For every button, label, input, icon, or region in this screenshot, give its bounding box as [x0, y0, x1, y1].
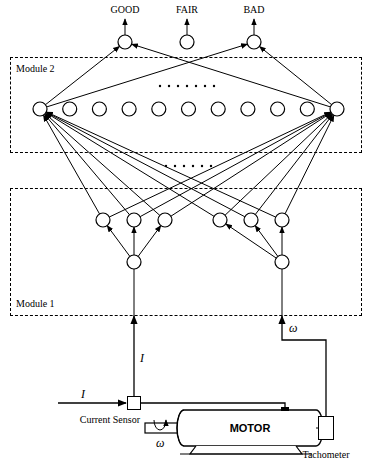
neuron-circle: [241, 102, 255, 116]
neuron-circle: [247, 35, 261, 49]
network-layer: [33, 19, 344, 316]
neuron-circle: [63, 102, 77, 116]
ellipsis-dot: [186, 85, 188, 87]
neuron-circle: [244, 213, 258, 227]
tachometer: Tachometer: [318, 416, 334, 440]
weight-line: [140, 112, 331, 216]
motor-end: [177, 410, 184, 446]
ellipsis-dot: [204, 85, 206, 87]
signal-connector: [282, 316, 326, 416]
neuron-circle: [330, 102, 344, 116]
neuron-circle: [118, 35, 132, 49]
weight-line: [46, 113, 214, 217]
weight-line: [43, 115, 99, 214]
signal-label: ω: [288, 322, 298, 335]
weight-line: [46, 112, 245, 216]
signal-connector: [133, 316, 134, 396]
node-label: Tachometer: [302, 449, 349, 460]
ellipsis-dot: [165, 165, 167, 167]
weight-line: [109, 112, 330, 217]
weight-line: [45, 114, 130, 214]
weight-line: [282, 227, 283, 255]
weight-line: [132, 44, 331, 107]
neuron-circle: [182, 102, 196, 116]
ellipsis-dot: [174, 165, 176, 167]
motor-shaft: [145, 423, 180, 433]
weight-line: [225, 114, 332, 215]
weight-line: [45, 114, 160, 216]
signal-connector: [141, 403, 285, 410]
module-box: Module 1: [10, 188, 362, 316]
module-box: Module 2: [10, 57, 362, 153]
output-label: FAIR: [175, 4, 199, 15]
motor-body: [177, 410, 323, 446]
weight-line: [47, 44, 248, 107]
weight-line: [254, 19, 255, 35]
node-label: Current Sensor: [80, 414, 140, 425]
neuron-circle: [275, 213, 289, 227]
neuron-circle: [96, 213, 110, 227]
weight-line: [46, 112, 275, 217]
neuron-circle: [92, 102, 106, 116]
weight-line: [134, 227, 135, 255]
neuron-circle: [127, 213, 141, 227]
ellipsis-dot: [213, 85, 215, 87]
weight-line: [107, 226, 130, 257]
weight-line: [134, 269, 135, 316]
node-label: Module 1: [16, 298, 55, 309]
weight-line: [226, 224, 276, 258]
ellipsis-dot: [192, 165, 194, 167]
weight-line: [259, 46, 331, 104]
ellipsis-dot: [201, 165, 203, 167]
weight-line: [255, 226, 278, 257]
weight-line: [138, 226, 161, 257]
neuron-circle: [180, 35, 194, 49]
neuron-circle: [211, 102, 225, 116]
neuron-circle: [271, 102, 285, 116]
ellipsis-dot: [210, 165, 212, 167]
weight-line: [285, 115, 334, 213]
speed-label: ω: [155, 437, 165, 450]
motor-base-line: [180, 453, 312, 454]
ellipsis-dot: [177, 85, 179, 87]
ellipsis-dot: [168, 85, 170, 87]
signal-label: I: [139, 352, 145, 365]
ellipsis-dot: [183, 165, 185, 167]
neuron-circle: [127, 255, 141, 269]
neuron-circle: [213, 213, 227, 227]
neuron-circle: [152, 102, 166, 116]
neuron-circle: [300, 102, 314, 116]
weight-line: [255, 115, 332, 215]
output-label: GOOD: [110, 4, 141, 15]
weight-line: [125, 19, 126, 35]
current-input-arrow: [58, 402, 126, 403]
current-label: I: [80, 388, 86, 401]
weight-line: [171, 113, 331, 216]
rotation-arrow: [154, 420, 166, 430]
node-label: Module 2: [16, 63, 55, 74]
current-sensor: Current Sensor: [127, 396, 141, 410]
output-label: BAD: [242, 4, 265, 15]
ellipsis-dot: [159, 85, 161, 87]
motor-base: [190, 446, 302, 454]
weight-line: [282, 269, 283, 316]
motor: MOTOR: [184, 410, 316, 446]
node-label: MOTOR: [230, 422, 271, 434]
neuron-circle: [158, 213, 172, 227]
ellipsis-dot: [195, 85, 197, 87]
neuron-circle: [33, 102, 47, 116]
neuron-circle: [122, 102, 136, 116]
neuron-circle: [275, 255, 289, 269]
weight-line: [187, 19, 188, 35]
